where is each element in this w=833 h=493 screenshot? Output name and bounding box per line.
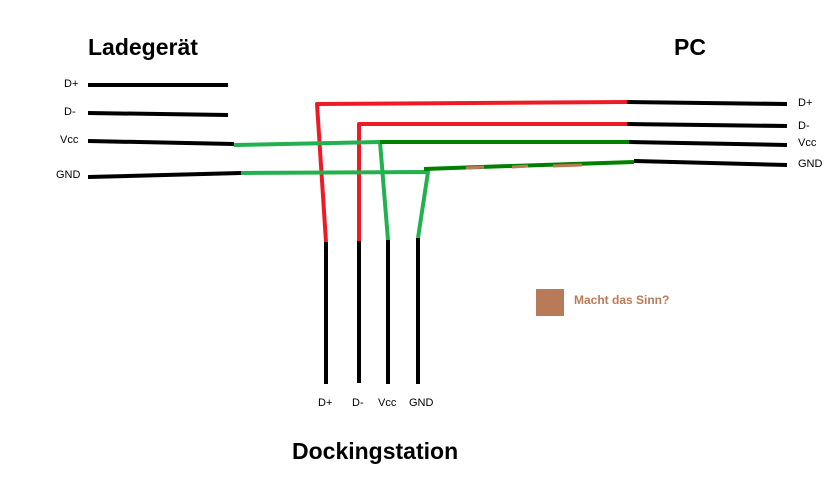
charger-pin-label: GND bbox=[56, 169, 81, 181]
pc-pin-label: GND bbox=[798, 158, 823, 170]
brown-mark-1 bbox=[465, 165, 485, 170]
dock-pin-label: D- bbox=[352, 397, 364, 409]
pc-dplus-wire bbox=[626, 100, 788, 106]
charger-pin-label: D+ bbox=[64, 78, 79, 90]
pc-gnd-wire bbox=[633, 159, 788, 167]
note-text: Macht das Sinn? bbox=[574, 293, 670, 307]
charger-pin-label: D- bbox=[64, 106, 76, 118]
charger-title: Ladegerät bbox=[88, 34, 198, 60]
charger-dminus-wire bbox=[87, 111, 229, 117]
pc-vcc-wire bbox=[628, 140, 788, 147]
dock-title: Dockingstation bbox=[292, 438, 459, 464]
darkgreen-gnd-connection bbox=[423, 160, 635, 171]
pc-dminus-wire bbox=[626, 122, 788, 128]
red-dminus-connection bbox=[357, 122, 627, 241]
pc-pin-label: D- bbox=[798, 120, 810, 132]
charger-vcc-wire bbox=[87, 139, 235, 146]
dock-pin-label: Vcc bbox=[378, 397, 397, 409]
green-gnd-connection bbox=[240, 170, 430, 239]
pc-pin-label: Vcc bbox=[798, 137, 817, 149]
note-color-swatch bbox=[536, 289, 564, 316]
red-dplus-connection bbox=[315, 100, 628, 243]
pc-pin-label: D+ bbox=[798, 97, 813, 109]
dock-pin-label: GND bbox=[409, 397, 434, 409]
brown-mark-2 bbox=[511, 164, 529, 169]
charger-gnd-wire bbox=[87, 171, 242, 179]
brown-mark-3 bbox=[552, 163, 583, 168]
charger-pin-label: Vcc bbox=[60, 134, 79, 146]
pc-title: PC bbox=[674, 34, 706, 60]
dock-pin-label: D+ bbox=[318, 397, 333, 409]
green-vcc-connection bbox=[233, 140, 390, 241]
